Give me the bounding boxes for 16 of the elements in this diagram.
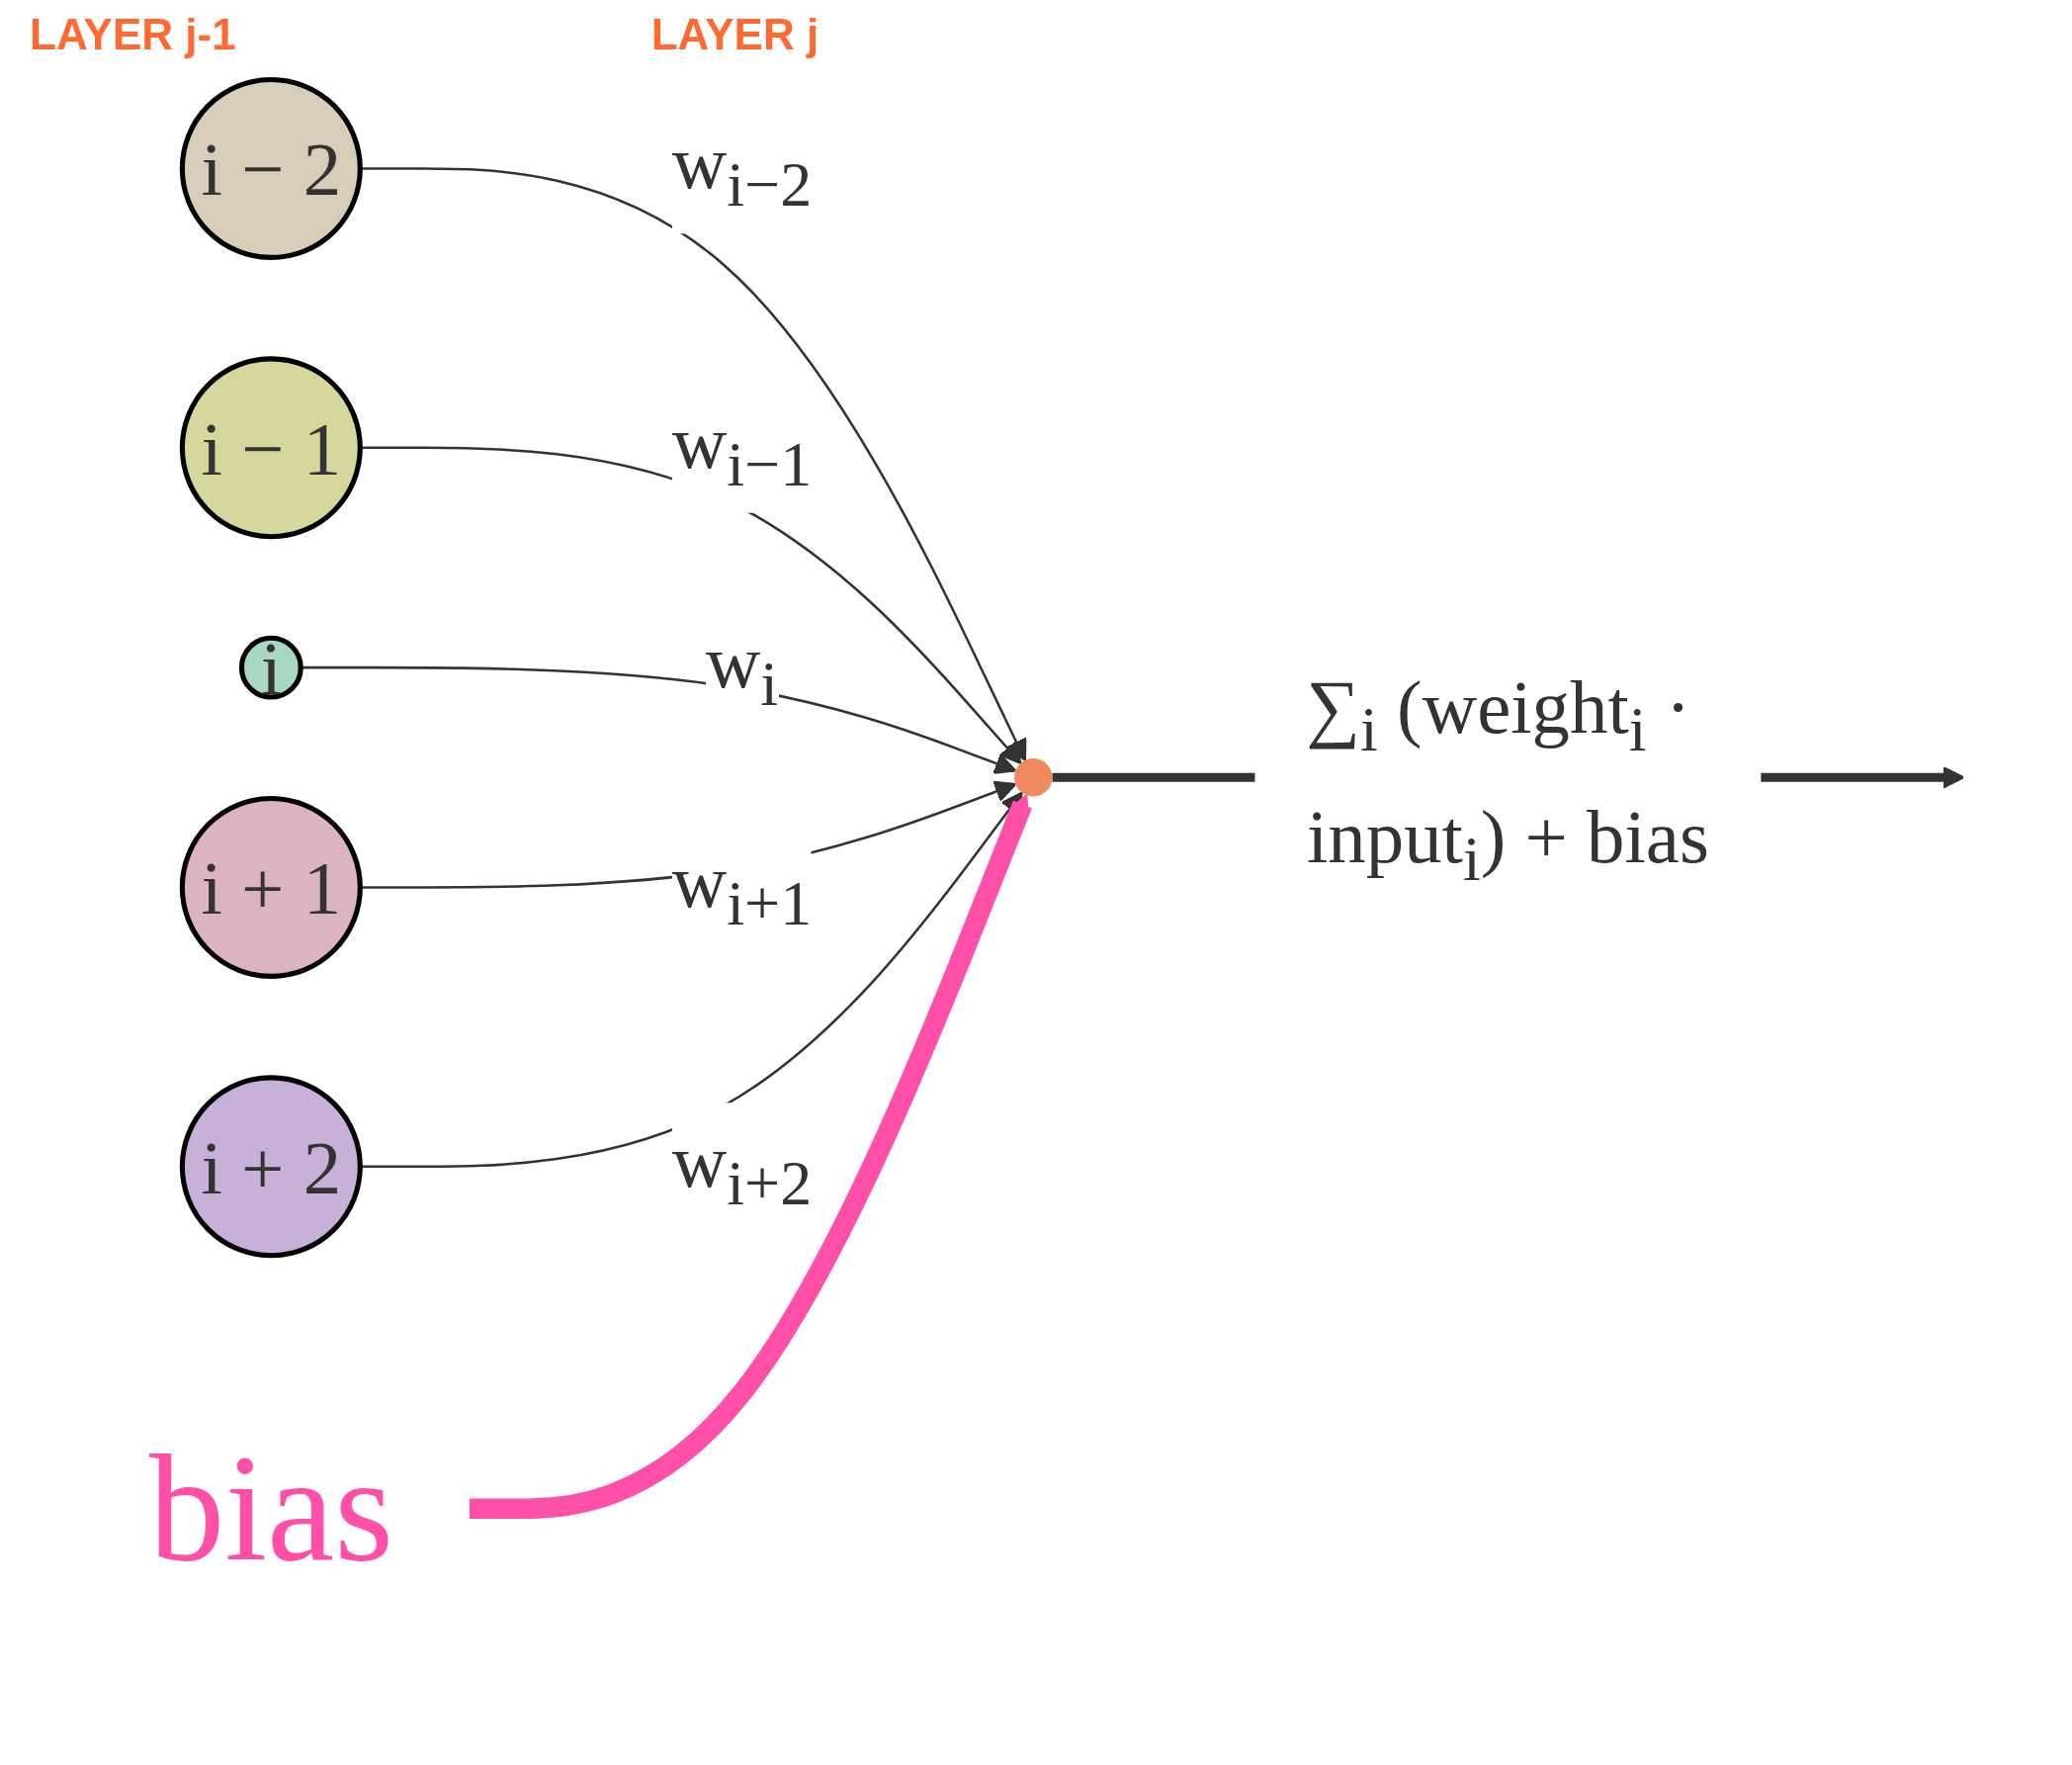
layer-heading: LAYER j-1 <box>30 10 236 59</box>
edge-label: w$_{i+2}$ <box>671 1117 813 1217</box>
node-circle <box>1014 758 1053 797</box>
node-circle: i + 1 <box>179 795 363 979</box>
node-circle: i <box>238 635 303 700</box>
arrow <box>469 794 1032 1520</box>
edge-label: ∑$_{i}$ (weight$_{i}$ · input$_{i}$) + bias <box>1306 664 1709 892</box>
node-circle: i − 1 <box>179 356 363 540</box>
edge-label: w$_{i+1}$ <box>671 838 813 937</box>
edge-label: w$_{i}$ <box>705 618 779 718</box>
node-text: bias <box>148 1425 394 1593</box>
layer-heading: LAYER j <box>650 10 820 59</box>
edge-label: w$_{i−2}$ <box>671 120 813 220</box>
node-circle: i + 2 <box>179 1075 363 1259</box>
edge-label: w$_{i−1}$ <box>671 398 813 498</box>
node-circle: i − 2 <box>179 76 363 260</box>
